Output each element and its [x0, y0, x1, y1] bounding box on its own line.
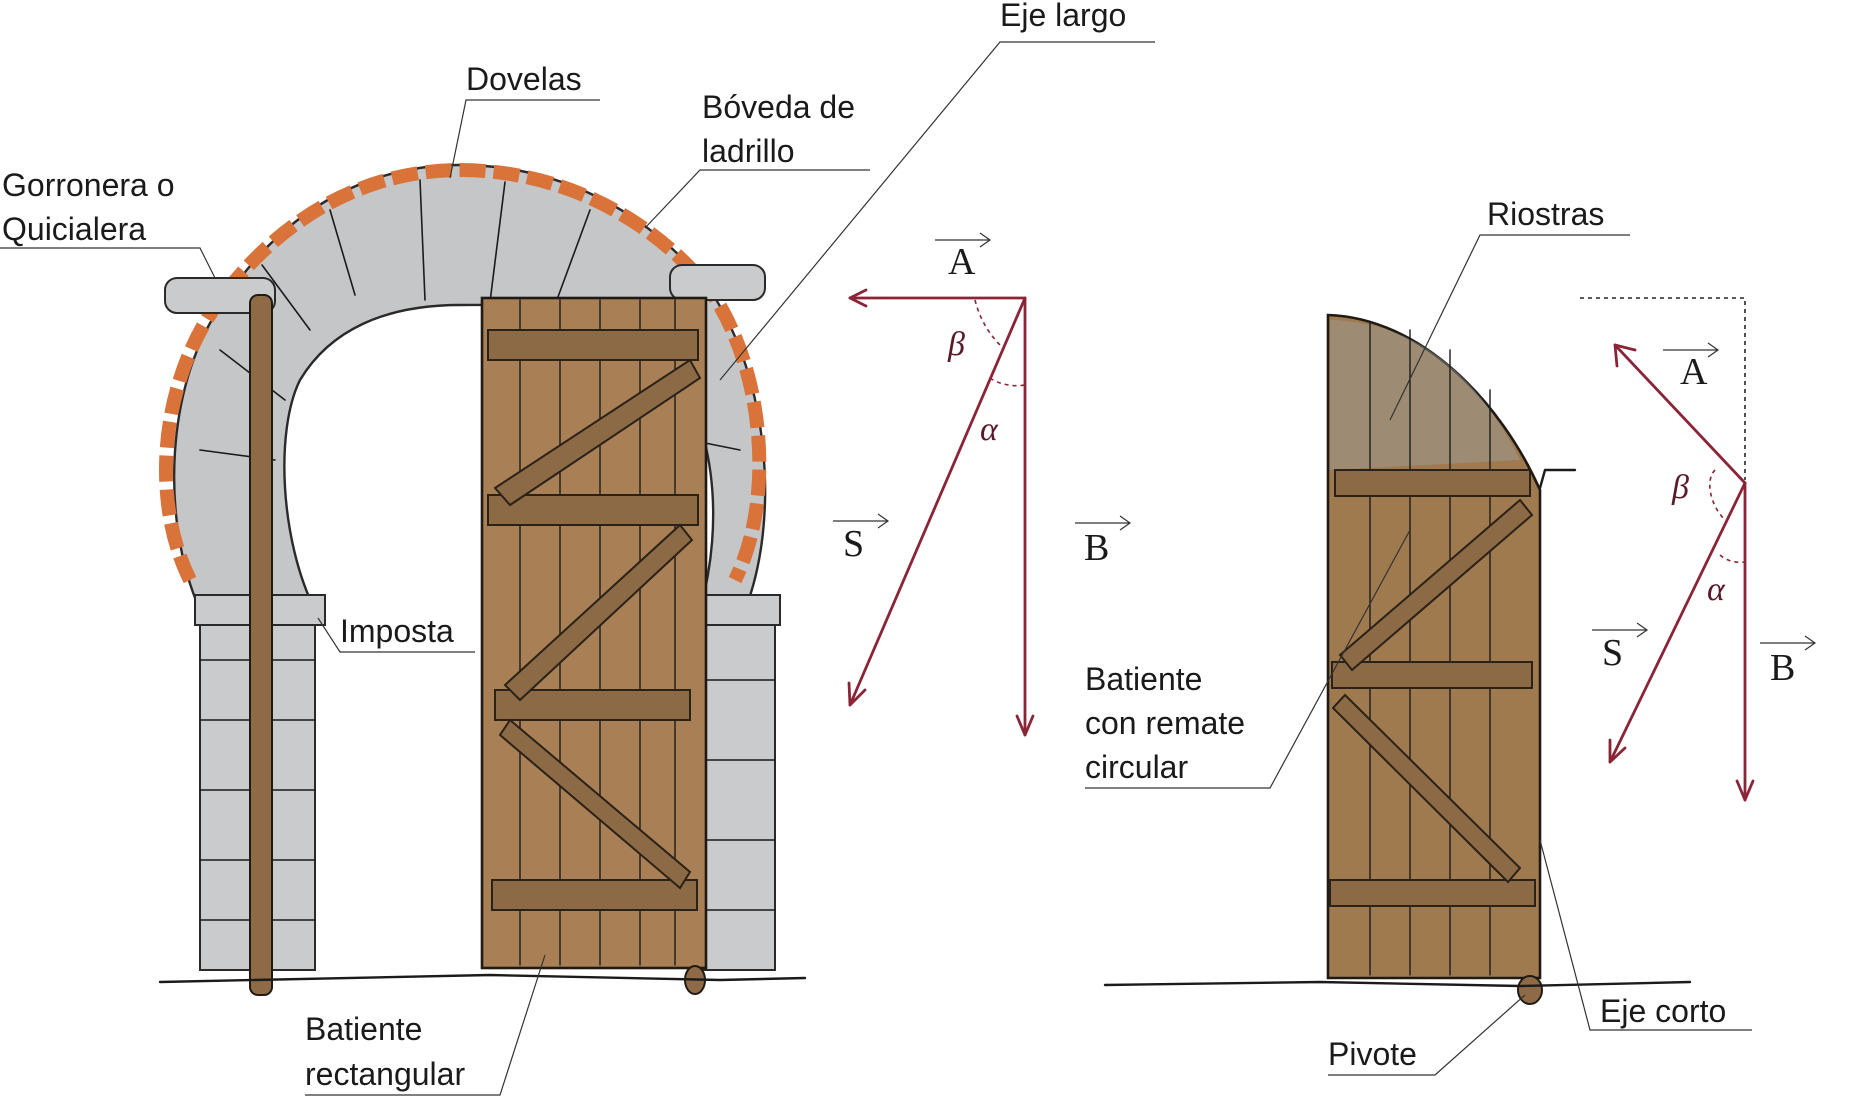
label-boveda-line2: ladrillo: [702, 133, 794, 169]
rect-rail-4: [491, 879, 698, 911]
rect-rail-1: [487, 329, 699, 361]
vector-a-right: [1613, 343, 1747, 485]
label-pivote: Pivote: [1328, 1036, 1417, 1072]
vector-s-right-arrow: [1592, 622, 1649, 638]
angle-beta-arc-left: [974, 299, 1001, 346]
rect-brace-1: [493, 358, 702, 507]
vector-b-left-label: B: [1084, 527, 1109, 569]
arch-ring: [172, 163, 767, 612]
rect-rail-3: [494, 689, 691, 721]
leader-eje-largo: [719, 41, 1155, 381]
right-labels: Riostras Batiente con remate circular Ej…: [1085, 196, 1752, 1076]
label-eje-corto: Eje corto: [1600, 993, 1726, 1029]
left-gorronera: [164, 277, 276, 314]
label-gorronera-line1: Gorronera o: [2, 167, 175, 203]
horseshoe-arch: [159, 162, 781, 996]
circular-top-door-leaf: [1326, 313, 1577, 1005]
right-impost: [694, 594, 781, 626]
leader-boveda: [644, 169, 870, 229]
leader-dovelas: [449, 99, 600, 179]
vector-s-right-label: S: [1602, 632, 1623, 674]
vector-b-left-arrow: [1075, 515, 1132, 531]
label-boveda-line1: Bóveda de: [702, 89, 855, 125]
vector-a-right-label: A: [1680, 351, 1708, 393]
label-gorronera-line2: Quicialera: [2, 211, 146, 247]
vector-s-left-arrow: [833, 513, 890, 529]
circ-rail-3: [1329, 879, 1536, 907]
leader-eje-corto: [1539, 839, 1752, 1031]
angle-alpha-arc-left: [989, 377, 1026, 387]
pivot-post: [249, 294, 273, 996]
label-batiente-rect-line1: Batiente: [305, 1011, 422, 1047]
angle-beta-right: β: [1671, 469, 1689, 506]
leader-imposta: [317, 617, 475, 653]
rect-brace-3: [498, 718, 692, 890]
label-batiente-rect-line2: rectangular: [305, 1056, 465, 1092]
angle-alpha-arc-right: [1719, 554, 1746, 564]
label-dovelas: Dovelas: [466, 61, 582, 97]
angle-beta-arc-right: [1709, 469, 1726, 521]
label-eje-largo: Eje largo: [1000, 0, 1126, 33]
angle-alpha-right: α: [1707, 571, 1726, 608]
angle-alpha-left: α: [980, 411, 999, 448]
vector-a-left-label: A: [948, 241, 976, 283]
force-diagram-left: A B S β α: [833, 232, 1132, 737]
label-imposta: Imposta: [340, 613, 454, 649]
ground-line-right: [1103, 980, 1692, 988]
leader-riostras: [1389, 234, 1630, 421]
label-batiente-circ-line2: con remate: [1085, 705, 1245, 741]
vector-s-left: [848, 296, 1027, 707]
leader-gorronera: [0, 247, 216, 279]
rect-brace-2: [503, 523, 694, 702]
label-riostras: Riostras: [1487, 196, 1604, 232]
circ-brace-2: [1331, 693, 1522, 884]
ground-line-left: [158, 973, 807, 984]
brick-vault: [159, 162, 767, 584]
vector-b-right-label: B: [1770, 647, 1795, 689]
circ-brace-1: [1338, 498, 1534, 672]
right-gorronera: [669, 264, 766, 301]
circ-rail-1: [1334, 469, 1531, 497]
reference-dashed-line: [1580, 297, 1746, 480]
force-diagram-right: A B S β α: [1580, 297, 1817, 802]
vector-s-left-label: S: [843, 523, 864, 565]
angle-beta-left: β: [947, 326, 965, 363]
circ-rail-2: [1331, 661, 1533, 689]
circ-leaf-hinge-notch: [1538, 468, 1577, 490]
leader-pivote: [1328, 994, 1526, 1076]
circular-leaf-shade: [1330, 320, 1520, 470]
leader-batiente-rect: [305, 954, 546, 1096]
circ-leaf-pivot: [1517, 975, 1543, 1005]
rectangular-door-leaf: [480, 296, 708, 995]
vector-a-left-arrow: [935, 232, 992, 248]
leader-batiente-circ: [1085, 529, 1411, 789]
label-batiente-circ-line3: circular: [1085, 749, 1188, 785]
vector-s-right: [1608, 481, 1747, 764]
left-labels: Eje largo Dovelas Bóveda de ladrillo Gor…: [0, 0, 1155, 1096]
vector-a-right-arrow: [1663, 342, 1720, 358]
label-batiente-circ-line1: Batiente: [1085, 661, 1202, 697]
rect-rail-2: [487, 494, 699, 526]
vector-b-right-arrow: [1760, 635, 1817, 651]
right-jamb: [699, 599, 776, 971]
